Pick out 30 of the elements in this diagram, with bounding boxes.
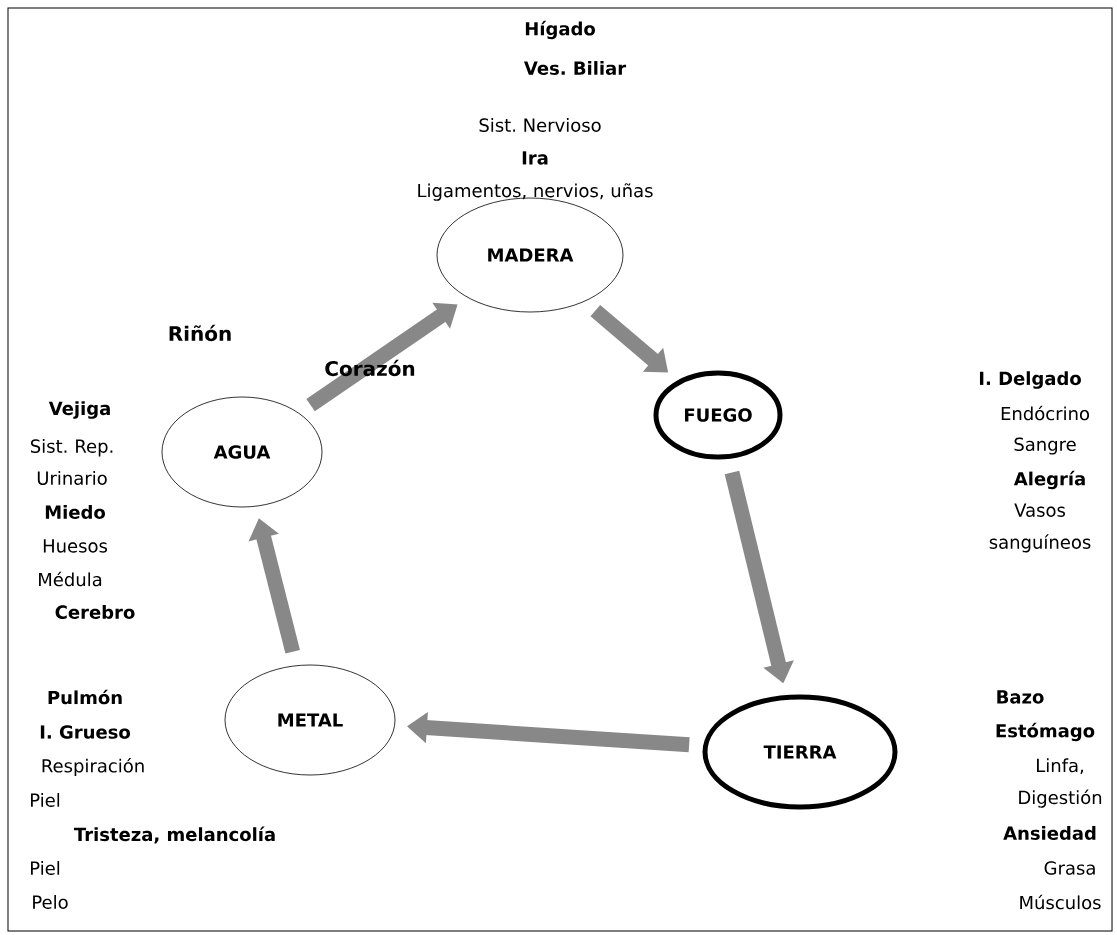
organ-label: Cerebro — [55, 605, 135, 619]
organ-label: I. Grueso — [40, 725, 130, 739]
organ-label: Músculos — [1020, 894, 1101, 910]
organ-label: Vejiga — [48, 401, 110, 419]
organ-label: Grasa — [1044, 861, 1095, 875]
organ-label: Riñón — [169, 324, 231, 342]
organ-label: Bazo — [997, 690, 1044, 704]
organ-label: Piel — [31, 793, 60, 807]
organ-label: Corazón — [325, 359, 415, 377]
organ-label: Tristeza, melancolía — [74, 826, 275, 844]
organ-label: Sist. Rep. Urinario — [30, 439, 113, 485]
organ-label: Sangre — [1014, 437, 1076, 455]
organ-label: Hígado — [525, 20, 595, 40]
organ-label: Sist. Nervioso — [479, 118, 601, 132]
organ-label: Miedo — [45, 505, 105, 519]
organ-label: Linfa, Digestión — [1019, 758, 1102, 808]
organ-label: Médula — [39, 571, 102, 587]
organ-label: Ira — [522, 151, 548, 165]
organ-label: Respiración — [42, 757, 144, 777]
organ-label: Alegría — [1013, 470, 1085, 490]
organ-label: Pelo — [33, 895, 68, 909]
organ-label: Ves. Biliar — [524, 61, 627, 75]
organ-label: Endócrino — [1001, 405, 1090, 421]
organ-label: Huesos — [43, 539, 107, 553]
organ-label: Piel — [31, 861, 60, 875]
organ-label: Ansiedad — [1003, 826, 1096, 840]
organ-label: Estómago — [996, 722, 1095, 742]
organ-label: I. Delgado — [979, 371, 1081, 389]
organ-label: Vasos sanguíneos — [989, 503, 1091, 553]
organ-label: Pulmón — [48, 689, 122, 705]
